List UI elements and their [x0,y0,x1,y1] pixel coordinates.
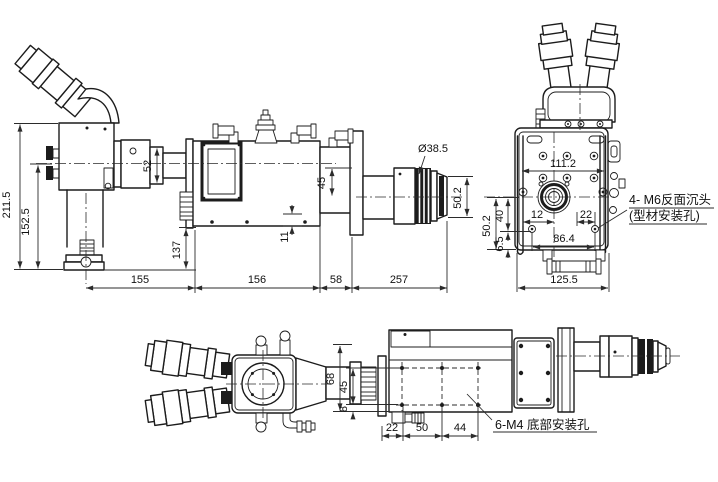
note-m6-line1: 4- M6反面沉头 [629,193,711,207]
note-m4: 6-M4 底部安装孔 [495,417,590,432]
front-m6-holes [518,187,608,233]
dim-152-5: 152.5 [20,208,32,236]
dim-22-bottom: 22 [386,422,398,434]
front-screw-holes [538,151,599,183]
dim-257: 257 [390,274,408,286]
front-dimensions: 111.2 12 22 86.4 125.5 50.2 40 6.5 4- M6… [481,158,714,292]
bottom-head-fittings [255,330,316,433]
dim-12: 12 [531,209,543,221]
bottom-objective [557,327,671,413]
side-eyepiece-assembly [14,44,94,118]
front-binocular-head [542,86,616,123]
side-body [58,122,115,191]
front-view: 111.2 12 22 86.4 125.5 50.2 40 6.5 4- M6… [481,22,714,292]
dim-156: 156 [248,274,266,286]
side-column [63,189,105,284]
dim-137: 137 [171,241,183,259]
front-eyepiece-right [584,22,621,99]
front-eyepiece-left [537,22,574,99]
dim-86-4: 86.4 [553,233,574,245]
dim-68: 68 [325,373,337,385]
side-top-fittings [212,109,354,148]
bottom-eyepiece-lower [144,386,231,427]
dim-8: 8 [338,406,350,412]
bottom-eyepiece-upper [144,339,231,380]
bottom-dimensions: 68 45 8 22 50 44 6-M4 底部安装孔 [325,344,597,441]
dim-125-5: 125.5 [550,274,578,286]
dim-45-bottom: 45 [338,381,350,393]
side-view: 211.5 152.5 52 45 11 137 155 156 58 [1,44,473,293]
dim-11: 11 [279,231,291,242]
note-m6-line2: (型材安装孔) [629,208,700,223]
dim-155: 155 [131,274,149,286]
dim-52: 52 [142,160,154,172]
dim-50: 50 [416,422,428,434]
bottom-mount-plate [513,337,555,409]
side-knobs [46,146,60,180]
dim-211-5: 211.5 [1,192,13,219]
dim-111-2: 111.2 [550,158,576,170]
side-lens-barrel [362,167,448,225]
dim-50-2-side: 50.2 [452,187,464,208]
front-side-bracket [607,140,626,214]
dim-45-side: 45 [316,177,328,189]
front-bottom-fittings [542,249,606,275]
bottom-main-box [388,329,513,424]
dim-40: 40 [494,210,506,222]
dim-44: 44 [454,422,466,434]
dim-22-front: 22 [580,209,592,221]
bottom-view: 68 45 8 22 50 44 6-M4 底部安装孔 [144,327,680,441]
side-main-box [192,130,364,236]
dim-50-2-front: 50.2 [481,215,493,236]
side-dimensions: 211.5 152.5 52 45 11 137 155 156 58 [1,123,473,293]
side-camera-adapter [113,138,194,229]
dim-6-5: 6.5 [494,236,506,251]
dim-dia-38-5: Ø38.5 [418,143,448,155]
dim-58: 58 [330,274,342,286]
